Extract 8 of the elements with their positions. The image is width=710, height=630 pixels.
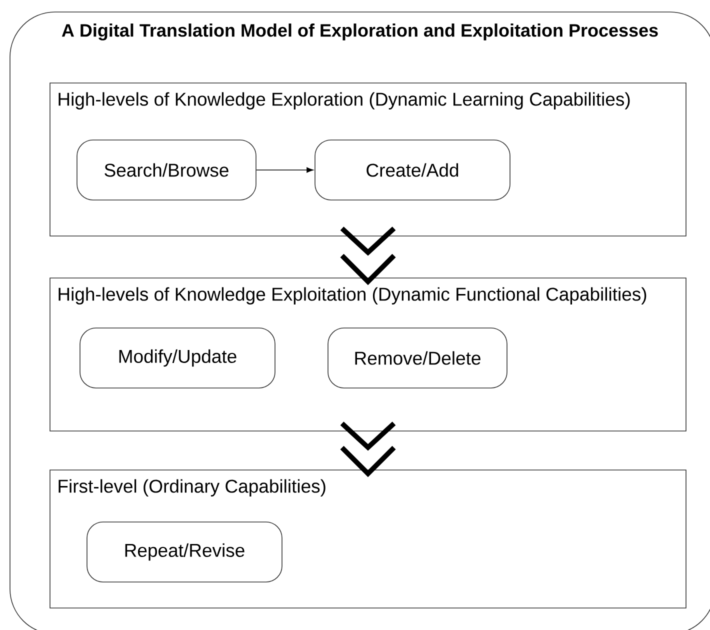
process-box: Create/Add: [314, 140, 510, 200]
process-box: Repeat/Revise: [86, 522, 282, 582]
arrow: [256, 167, 314, 173]
process-box: Modify/Update: [80, 328, 276, 388]
chevron-arrow: [340, 420, 396, 478]
chevron-arrow: [340, 226, 396, 286]
process-box: Search/Browse: [76, 140, 256, 200]
process-box: Remove/Delete: [328, 328, 508, 388]
